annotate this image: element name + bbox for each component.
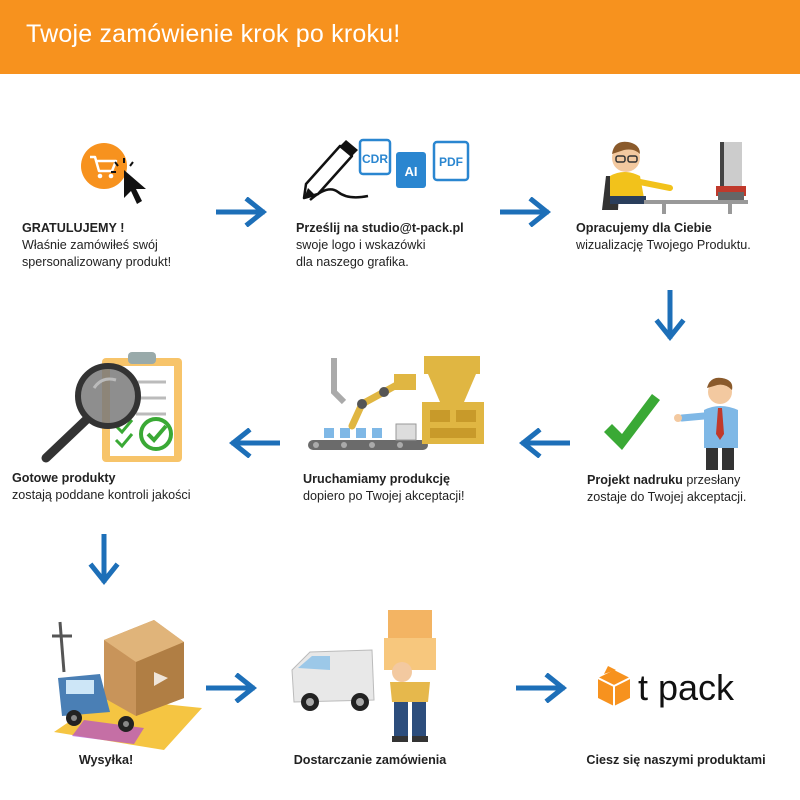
step-8-title: Dostarczanie zamówienia xyxy=(293,753,447,767)
step-9-caption: Ciesz się naszymi produktami xyxy=(566,752,786,769)
step-1-title: GRATULUJEMY ! xyxy=(22,221,125,235)
courier-icon xyxy=(290,610,450,745)
step-1-line-2: spersonalizowany produkt! xyxy=(22,255,172,269)
arrow-down-icon xyxy=(654,290,686,342)
step-5-caption: Uruchamiamy produkcję dopiero po Twojej … xyxy=(303,471,465,505)
arrow-down-icon xyxy=(88,534,120,586)
arrow-right-icon xyxy=(500,197,552,227)
pen-files-icon: CDR AI PDF xyxy=(298,134,478,214)
step-6-caption: Gotowe produkty zostają poddane kontroli… xyxy=(12,470,191,504)
step-8-caption: Dostarczanie zamówienia xyxy=(270,752,470,769)
step-4-title: Projekt nadruku xyxy=(587,473,683,487)
step-9-title: Ciesz się naszymi produktami xyxy=(586,753,766,767)
step-1-line-1: Właśnie zamówiłeś swój xyxy=(22,238,158,252)
step-2-line-2: dla naszego grafika. xyxy=(296,255,409,269)
tpack-logo-icon: t pack xyxy=(594,662,764,712)
page-title: Twoje zamówienie krok po kroku! xyxy=(26,20,401,48)
truck-icon xyxy=(44,612,204,752)
step-5-line-1: dopiero po Twojej akceptacji! xyxy=(303,489,465,503)
designer-icon xyxy=(600,136,750,216)
arrow-right-icon xyxy=(206,673,258,703)
step-3-title: Opracujemy dla Ciebie xyxy=(576,221,712,235)
arrow-left-icon xyxy=(228,428,280,458)
step-2-title: Prześlij na studio@t-pack.pl xyxy=(296,221,464,235)
step-3-caption: Opracujemy dla Ciebie wizualizację Twoje… xyxy=(576,220,751,254)
arrow-right-icon xyxy=(216,197,268,227)
cart-cursor-icon xyxy=(78,140,158,210)
header-bar: Twoje zamówienie krok po kroku! xyxy=(0,0,800,74)
step-7-caption: Wysyłka! xyxy=(46,752,166,769)
step-4-line-1: zostaje do Twojej akceptacji. xyxy=(587,490,747,504)
step-7-title: Wysyłka! xyxy=(78,753,134,767)
step-6-line-1: zostają poddane kontroli jakości xyxy=(12,488,191,502)
step-4-inline-text: przesłany xyxy=(682,473,741,487)
step-4-caption: Projekt nadruku przesłany zostaje do Two… xyxy=(587,472,746,506)
step-1-caption: GRATULUJEMY ! Właśnie zamówiłeś swój spe… xyxy=(22,220,171,271)
check-man-icon xyxy=(600,376,750,472)
file-label-cdr: CDR xyxy=(362,152,388,166)
file-label-pdf: PDF xyxy=(439,155,463,169)
logo-text: t pack xyxy=(638,667,735,708)
step-2-line-1: swoje logo i wskazówki xyxy=(296,238,426,252)
magnifier-checklist-icon xyxy=(40,348,190,466)
arrow-right-icon xyxy=(516,673,568,703)
file-label-ai: AI xyxy=(405,164,418,179)
step-6-title: Gotowe produkty xyxy=(12,471,116,485)
step-2-caption: Prześlij na studio@t-pack.pl swoje logo … xyxy=(296,220,464,271)
step-5-title: Uruchamiamy produkcję xyxy=(303,472,450,486)
step-3-line-1: wizualizację Twojego Produktu. xyxy=(576,238,751,252)
factory-icon xyxy=(304,352,494,460)
arrow-left-icon xyxy=(518,428,570,458)
